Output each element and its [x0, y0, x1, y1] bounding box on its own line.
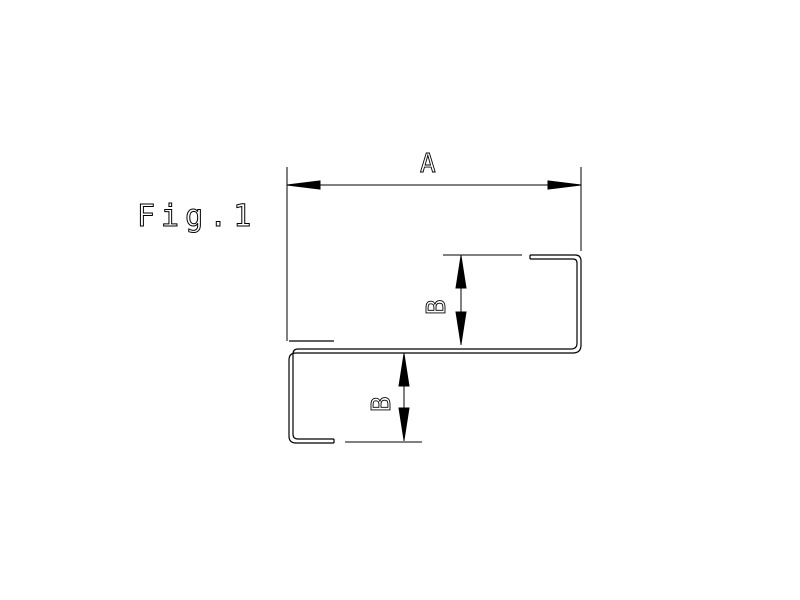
arrowhead-a-right — [547, 180, 582, 190]
dimension-a — [286, 167, 582, 341]
arrowhead-a-left — [286, 180, 321, 190]
arrowhead-b-lower-bottom — [398, 407, 410, 441]
dimension-b-upper — [443, 254, 522, 345]
figure-label: Fig.1 — [137, 199, 257, 234]
dimension-b-lower — [345, 353, 422, 443]
profile-inner-line — [292, 258, 578, 440]
dimension-b-upper-label: B — [422, 299, 452, 315]
dimension-a-label: A — [420, 149, 436, 179]
dimension-b-lower-label: B — [367, 396, 397, 412]
arrowhead-b-lower-top — [398, 353, 410, 387]
profile-outer-line — [288, 254, 582, 444]
profile-outline — [288, 254, 582, 444]
arrowhead-b-upper-bottom — [455, 311, 467, 345]
arrowhead-b-upper-top — [455, 255, 467, 289]
